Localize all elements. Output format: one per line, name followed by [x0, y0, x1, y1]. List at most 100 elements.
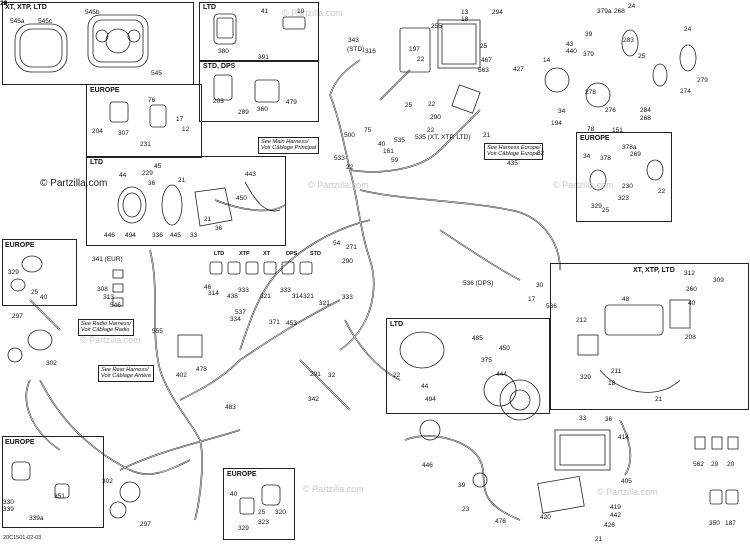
part-number: 32 [328, 372, 336, 379]
lamp-lens [261, 484, 281, 506]
part-number: 450 [499, 345, 510, 352]
part-number: 535 [394, 137, 405, 144]
note-main-harness: See Main Harness/ Voir Câblage Principal [258, 137, 320, 154]
harness-wire-core [26, 379, 61, 451]
gauge-dial [105, 28, 131, 54]
part-number: 212 [576, 317, 587, 324]
part-number: 426 [604, 522, 615, 529]
part-number: 24 [628, 3, 636, 10]
part-number: 435 [507, 160, 518, 167]
part-number: 485 [472, 335, 483, 342]
box-title: EUROPE [580, 135, 610, 142]
part-number: 22 [0, 0, 8, 7]
fuse-box-cover [441, 23, 477, 65]
part-number: 402 [176, 372, 187, 379]
box-title: XT, XTP, LTD [633, 267, 675, 274]
part-number: 320 [275, 509, 286, 516]
note-harness-europe: See Harness Europe/ Voir Câblage Europe [484, 143, 544, 160]
trim-std: STD [310, 251, 321, 257]
part-number: 22 [417, 56, 425, 63]
part-number: 161 [383, 148, 394, 155]
part-number: 378 [600, 155, 611, 162]
part-number: 329 [238, 525, 249, 532]
part-number: 329 [8, 269, 19, 276]
part-number: 260 [686, 286, 697, 293]
harness-wire-core [149, 249, 203, 521]
lamp-socket [245, 261, 259, 275]
part-number: 308 [97, 286, 108, 293]
part-number: 307 [118, 130, 129, 137]
part-number: 268 [640, 115, 651, 122]
part-number: 545a [10, 18, 25, 25]
headlight-ring [621, 29, 639, 57]
bulb-socket [239, 497, 255, 515]
part-number: 289 [238, 109, 249, 116]
note-text: See Main Harness/ Voir Câblage Principal [261, 139, 317, 152]
ecm-module [399, 27, 431, 73]
box-title: LTD [90, 159, 104, 166]
part-number: 290 [342, 258, 353, 265]
signal-light [109, 101, 129, 123]
gauge-bezel-inner [19, 28, 63, 68]
screw-icon [727, 436, 739, 450]
part-number: 22 [658, 188, 666, 195]
marker-lamp [119, 481, 141, 503]
fog-lamp [21, 255, 43, 273]
harness-wire [329, 59, 361, 96]
fuse-box [437, 19, 481, 69]
clip-icon [709, 489, 723, 505]
part-number: 443 [245, 171, 256, 178]
display-screen [216, 17, 234, 39]
part-number: 22 [393, 372, 401, 379]
speaker-housing [399, 331, 445, 369]
part-number: 545 [151, 70, 162, 77]
part-number: 21 [655, 396, 663, 403]
part-number: 33 [190, 232, 198, 239]
part-number: 194 [551, 120, 562, 127]
harness-wire-core [329, 59, 361, 96]
part-number: 23 [462, 506, 470, 513]
part-number: 314 [208, 290, 219, 297]
lamp-socket [227, 261, 241, 275]
part-number: 25 [258, 509, 266, 516]
trim-xtp: XTP [239, 251, 250, 257]
tail-light [11, 461, 31, 481]
part-number: 309 [713, 277, 724, 284]
part-number: 33 [579, 415, 587, 422]
lamp-bulb [10, 278, 26, 292]
part-number: 478 [196, 366, 207, 373]
part-number: 453 [286, 320, 297, 327]
harness-wire-core [344, 319, 401, 381]
part-number: 537 [235, 309, 246, 316]
part-number: 467 [481, 57, 492, 64]
harness-wire [149, 249, 203, 521]
part-number: 380 [218, 48, 229, 55]
part-number: 420 [540, 514, 551, 521]
part-number: 30 [536, 282, 544, 289]
part-number: 21 [178, 177, 186, 184]
part-number: 36 [605, 416, 613, 423]
harness-wire-core [179, 299, 341, 401]
part-number: 333 [238, 287, 249, 294]
part-number: 14 [543, 57, 551, 64]
part-number: 294 [492, 9, 503, 16]
harness-wire-core [119, 429, 241, 471]
screw-icon [694, 436, 706, 450]
part-number: 446 [422, 462, 433, 469]
part-number: 291 [310, 371, 321, 378]
part-number: 10 [297, 8, 305, 15]
part-number: 302 [102, 478, 113, 485]
lamp-socket [209, 261, 223, 275]
part-number: 40 [40, 294, 48, 301]
gauge-housing [87, 14, 149, 68]
part-number: 555 [152, 328, 163, 335]
box-title: EUROPE [227, 471, 257, 478]
part-number: 312 [684, 270, 695, 277]
speaker-grille [499, 379, 541, 421]
harness-wire [179, 299, 341, 401]
turn-lamp [646, 159, 664, 181]
part-number: 20 [727, 461, 735, 468]
label-eur: 341 (EUR) [92, 256, 123, 263]
part-number: 13 [461, 9, 469, 16]
